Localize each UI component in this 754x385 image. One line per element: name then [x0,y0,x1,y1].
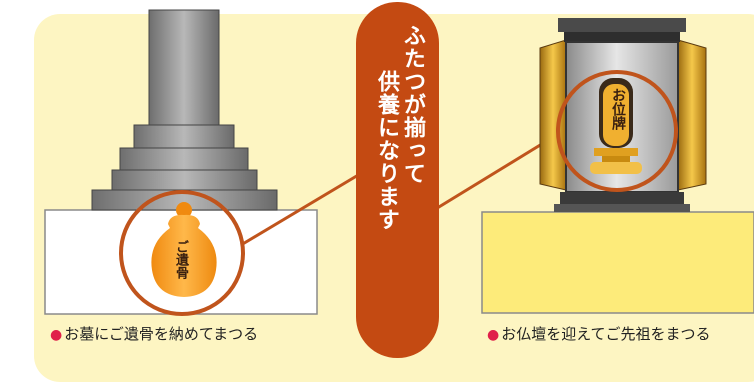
grave-step-2 [111,169,258,191]
altar-illustration [481,18,754,314]
center-pill [356,2,439,358]
urn-icon [151,202,217,297]
grave-step-4 [133,124,235,149]
pill-text-line1: ふたつが揃って [400,24,425,185]
bullet-icon: ● [50,327,63,343]
connector-line-left [240,166,371,247]
grave-highlight-circle [119,190,245,316]
caption-grave-text: お墓にご遺骨を納めてまつる [64,325,259,343]
ihai-label: お位牌 [610,88,626,130]
altar-roof [558,18,686,32]
altar-plinth-bottom [554,204,690,212]
gravestone-pillar [148,9,220,126]
altar-base [481,211,754,314]
grave-step-3 [119,147,249,171]
caption-altar-text: お仏壇を迎えてご先祖をまつる [501,325,711,343]
caption-grave: ●お墓にご遺骨を納めてまつる [50,323,258,344]
altar-highlight-circle [556,70,678,192]
bullet-icon: ● [487,327,500,343]
altar-plinth [560,192,684,204]
altar-roof-trim [564,32,680,42]
altar-door-right [677,39,707,191]
pill-text-line2: 供養になります [374,70,399,231]
caption-altar: ●お仏壇を迎えてご先祖をまつる [487,323,710,344]
urn-label: ご遺骨 [173,240,188,279]
ihai-tablet-icon [590,78,642,174]
